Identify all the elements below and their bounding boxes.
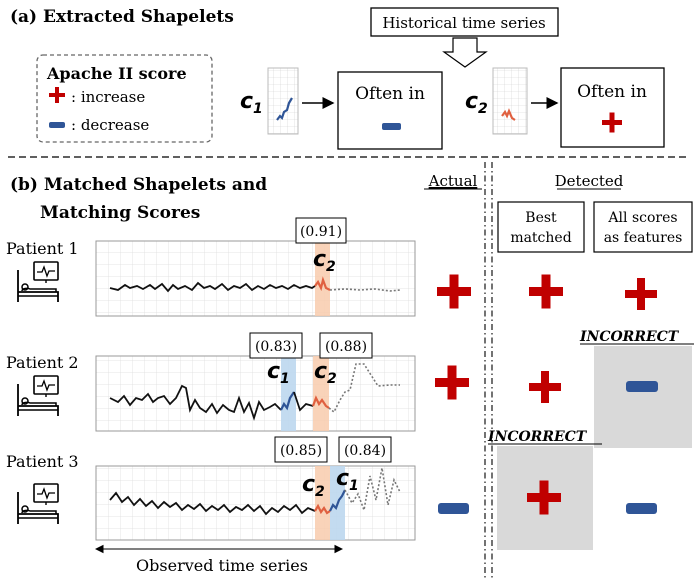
patient-1-score: (0.91) [300, 224, 342, 240]
patient-2-c2-segment [311, 395, 330, 409]
patient-1-series [109, 281, 316, 293]
patient-3-c2-segment [314, 503, 331, 515]
patient-3-score-c2: (0.85) [280, 443, 322, 459]
incorrect-label-patient3: INCORRECT [487, 429, 588, 445]
patient-3-series [109, 491, 316, 516]
incorrect-cell-patient2-all [594, 346, 692, 448]
legend-minus-icon [49, 122, 65, 128]
best-matched-line2: matched [510, 230, 571, 246]
patient-2-highlight-c2 [313, 356, 329, 431]
patient-2-match-c1: c1 [267, 359, 290, 387]
patient-2-score-c2: (0.88) [325, 339, 367, 355]
c1-often-in-label: Often in [355, 84, 425, 104]
patient-2-series [109, 384, 282, 421]
c1-minus-icon [382, 123, 401, 130]
patient-3-future [344, 467, 401, 514]
shapelet-c2-name: c2 [465, 89, 488, 117]
patient-2-label: Patient 2 [6, 353, 79, 372]
patient-2-chart [95, 355, 416, 432]
shapelet-c2-curve [501, 108, 516, 121]
observed-label: Observed time series [136, 556, 308, 575]
historical-label: Historical time series [382, 14, 545, 32]
patient-1-chart [95, 240, 416, 317]
all-scores-line1: All scores [607, 210, 677, 226]
patient-2-highlight-c1 [281, 356, 296, 431]
shapelet-c2: c2 Often in [465, 67, 665, 148]
best-matched-header-box [497, 201, 585, 253]
shapelet-c1-curve [276, 97, 293, 121]
patient-1-all-plus-icon [625, 278, 657, 310]
patient-2-actual-plus-icon [435, 365, 469, 400]
patient-1-actual-plus-icon [437, 274, 471, 309]
patient-3-bed-icon [17, 483, 59, 525]
incorrect-label-patient2: INCORRECT [579, 329, 680, 345]
shapelet-c1-name: c1 [240, 89, 263, 117]
legend-decrease-label: : decrease [71, 116, 149, 134]
actual-header: Actual [428, 172, 478, 190]
c2-often-in-label: Often in [577, 82, 647, 102]
patient-3-all-minus-icon [626, 503, 657, 514]
c1-outcome-box [337, 71, 443, 150]
c2-plus-icon [602, 112, 622, 133]
patient-2-best-plus-icon [529, 371, 561, 403]
patient-1-best-plus-icon [529, 274, 563, 309]
patient-3-label: Patient 3 [6, 452, 79, 471]
best-matched-line1: Best [525, 210, 557, 226]
section-b-title-line2: Matching Scores [40, 203, 200, 223]
patient-3-match-c1: c1 [336, 466, 359, 494]
patient-3-score-c1: (0.84) [344, 443, 386, 459]
all-scores-line2: as features [604, 230, 683, 246]
patient-3-score-box-c2 [274, 436, 328, 463]
patient-3-c1-segment [329, 489, 346, 512]
patient-2-all-minus-icon [626, 381, 658, 392]
detected-header: Detected [555, 172, 624, 190]
all-scores-header-box [593, 201, 693, 253]
patient-2-future [328, 363, 400, 414]
patient-2-score-box-c2 [319, 332, 373, 359]
patient-2-series-mid [293, 391, 314, 412]
patient-1-score-box [295, 217, 347, 244]
patient-3-match-c2: c2 [302, 472, 325, 500]
patient-2-score-c1: (0.83) [255, 339, 297, 355]
patient-3-highlight-c2 [315, 466, 330, 540]
patient-2-match-c2: c2 [314, 359, 337, 387]
patient-1-match-c2: c2 [313, 247, 336, 275]
patient-2-c1-segment [280, 391, 295, 411]
legend-increase-label: : increase [71, 88, 145, 106]
shapelet-c1-thumb [267, 67, 299, 135]
patient-3-score-box-c1 [338, 436, 392, 463]
c2-outcome-box [560, 67, 665, 148]
legend-title: Apache II score [46, 64, 187, 83]
section-b-title-line1: (b) Matched Shapelets and [10, 175, 267, 195]
shapelet-c1: c1 Often in [240, 67, 443, 150]
patient-2-bed-icon [17, 375, 59, 417]
patient-1-bed-icon [17, 261, 59, 303]
patient-1-label: Patient 1 [6, 239, 79, 258]
patient-2-score-box-c1 [249, 332, 303, 359]
shapelet-c2-thumb [492, 67, 528, 135]
patient-1-future [329, 288, 401, 292]
legend-plus-icon [49, 87, 65, 103]
section-a-title: (a) Extracted Shapelets [10, 7, 234, 27]
patient-3-actual-minus-icon [438, 503, 469, 514]
patient-3-best-plus-icon [527, 480, 561, 515]
apache-legend: Apache II score : increase : decrease [36, 54, 213, 143]
down-arrow-icon [442, 37, 488, 68]
patient-1-c2-segment [314, 276, 331, 292]
historical-box [370, 7, 559, 37]
